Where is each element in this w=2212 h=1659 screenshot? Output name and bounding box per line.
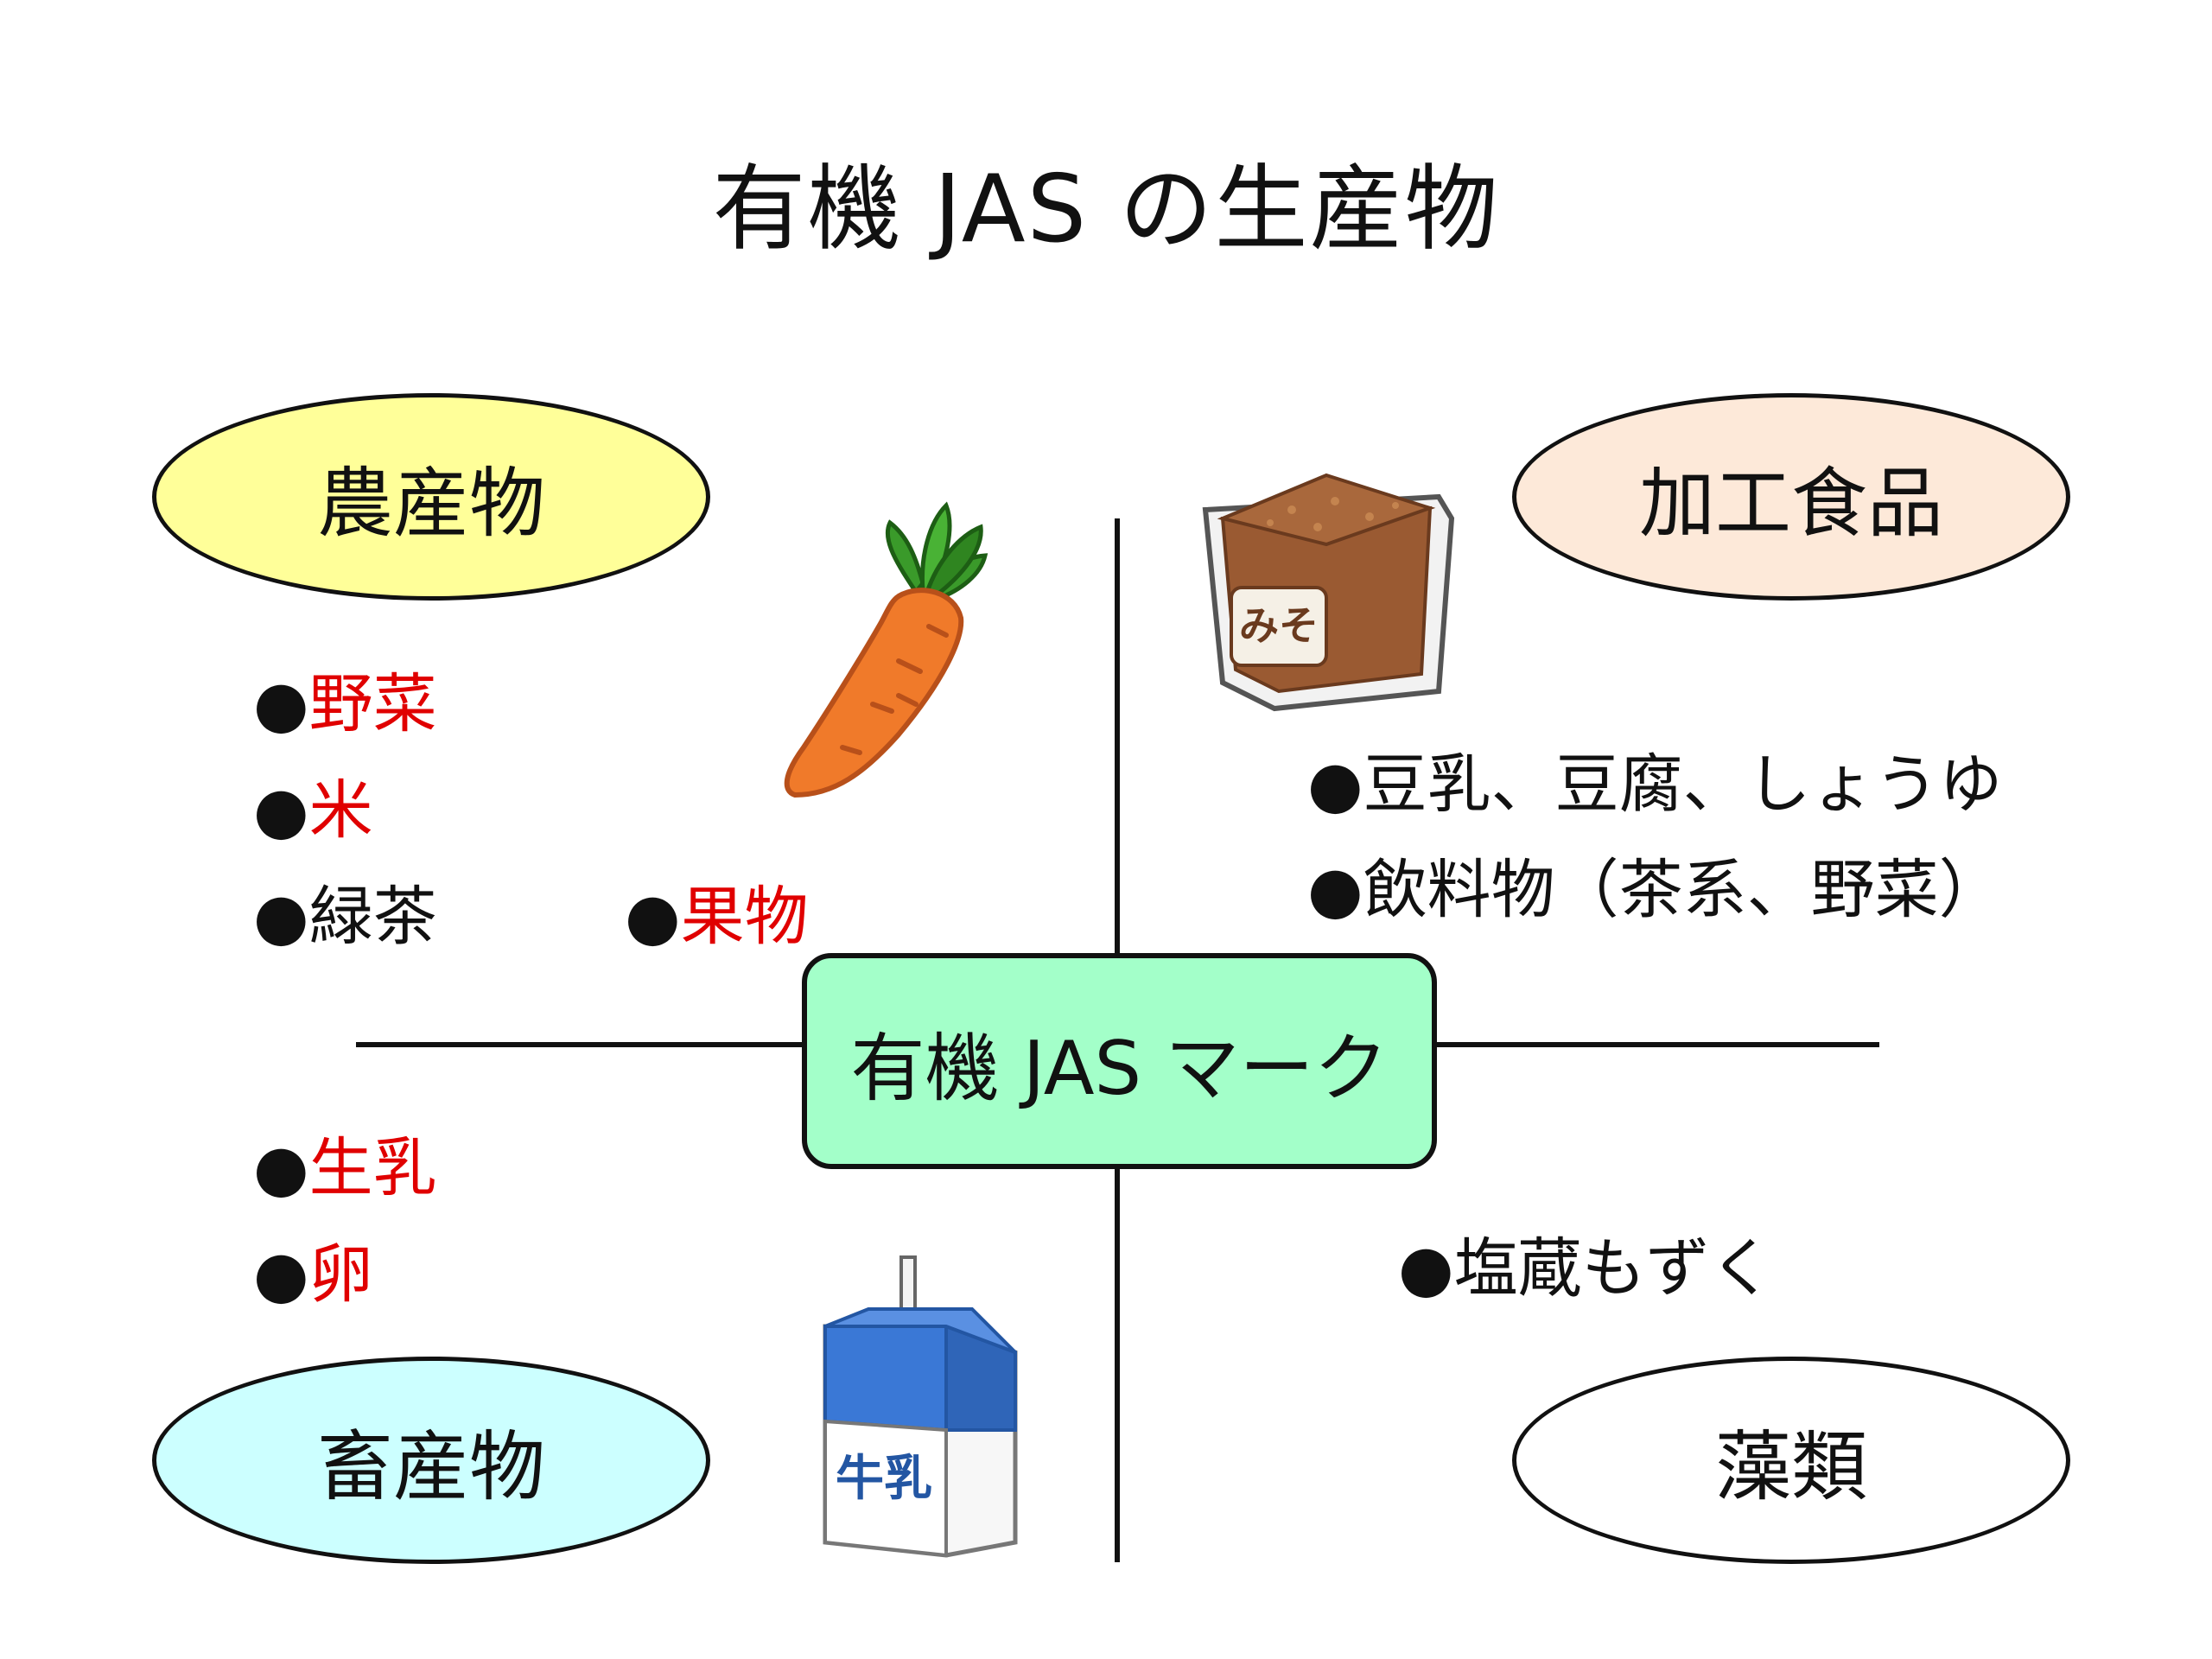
miso-label: みそ bbox=[1239, 602, 1319, 649]
center-label: 有機 JAS マーク bbox=[850, 1025, 1389, 1112]
vertical-axis-top bbox=[1115, 518, 1120, 953]
vertical-axis-bottom bbox=[1115, 1169, 1120, 1562]
category-label-livestock: 畜産物 bbox=[316, 1421, 545, 1511]
category-label-agricultural: 農産物 bbox=[316, 458, 545, 548]
page-title: 有機 JAS の生産物 bbox=[712, 156, 1500, 264]
category-ellipse-algae: 藻類 bbox=[1512, 1357, 2070, 1564]
category-ellipse-livestock: 畜産物 bbox=[152, 1357, 710, 1564]
list-item: ●飲料物（茶系、野菜） bbox=[1307, 853, 2003, 927]
miso-container-icon: みそ bbox=[1202, 473, 1455, 712]
list-item: ●緑茶 bbox=[253, 880, 437, 954]
horizontal-axis-left bbox=[356, 1042, 802, 1047]
milk-carton-icon: 牛乳 bbox=[823, 1255, 1018, 1558]
milk-carton-label: 牛乳 bbox=[836, 1451, 932, 1507]
horizontal-axis-right bbox=[1437, 1042, 1879, 1047]
carrot-icon bbox=[784, 501, 988, 798]
center-label-box: 有機 JAS マーク bbox=[802, 953, 1437, 1169]
category-label-algae: 藻類 bbox=[1714, 1421, 1867, 1511]
list-item: ●豆乳、豆腐、しょうゆ bbox=[1307, 747, 2003, 822]
miso-label-box bbox=[1230, 586, 1328, 667]
carrot-leaves bbox=[885, 501, 988, 601]
list-item: ●果物 bbox=[625, 880, 809, 954]
list-item: ●卵 bbox=[253, 1237, 373, 1312]
category-label-processed: 加工食品 bbox=[1638, 458, 1943, 548]
category-ellipse-processed: 加工食品 bbox=[1512, 393, 2070, 601]
list-item: ●塩蔵もずく bbox=[1398, 1231, 1774, 1306]
list-item: ●生乳 bbox=[253, 1131, 437, 1205]
category-ellipse-agricultural: 農産物 bbox=[152, 393, 710, 601]
carrot-body bbox=[784, 588, 964, 798]
list-item: ●米 bbox=[253, 773, 373, 848]
list-item: ●野菜 bbox=[253, 667, 437, 741]
